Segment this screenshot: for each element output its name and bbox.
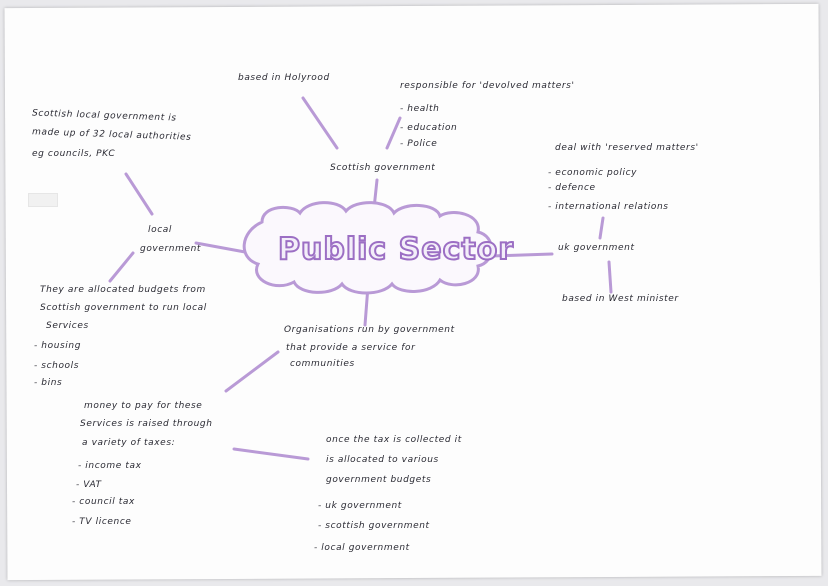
line-local-def: [124, 172, 154, 216]
allocated-item: - bins: [34, 378, 63, 388]
uk-government-label: uk government: [558, 243, 635, 253]
holyrood-label: based in Holyrood: [238, 73, 330, 83]
allocated-line: They are allocated budgets from: [40, 285, 206, 295]
line-uk-westminster: [607, 260, 613, 294]
line-local-center: [194, 241, 247, 254]
title-cloud: [242, 201, 493, 295]
local-definition-line: eg councils, PKC: [32, 149, 116, 159]
money-item: - TV licence: [72, 517, 132, 527]
money-item: - council tax: [72, 497, 135, 507]
tax-line: once the tax is collected it: [326, 435, 462, 445]
devolved-item: - health: [400, 104, 440, 114]
money-line: Services is raised through: [80, 419, 213, 429]
line-local-allocated: [108, 251, 135, 283]
local-government-label: local: [148, 225, 172, 235]
devolved-heading: responsible for 'devolved matters': [400, 81, 575, 91]
reserved-item: - international relations: [548, 202, 669, 212]
line-devolved: [385, 116, 402, 150]
westminster-label: based in West minister: [562, 294, 679, 304]
allocated-line: Scottish government to run local: [40, 303, 207, 313]
reserved-heading: deal with 'reserved matters': [555, 143, 699, 153]
devolved-item: - Police: [400, 139, 438, 149]
allocated-line: Services: [46, 321, 89, 331]
tax-item: - scottish government: [318, 521, 430, 531]
allocated-item: - schools: [34, 361, 80, 371]
line-org-money: [224, 350, 280, 393]
tax-item: - local government: [314, 543, 410, 553]
line-center-uk: [490, 252, 554, 258]
tax-item: - uk government: [318, 501, 402, 511]
tape-strip: [28, 193, 58, 207]
money-item: - income tax: [78, 461, 142, 471]
line-money-tax: [232, 447, 310, 461]
scottish-government-label: Scottish government: [330, 163, 436, 173]
reserved-item: - economic policy: [548, 168, 638, 178]
allocated-item: - housing: [34, 341, 82, 351]
organisations-line: Organisations run by government: [284, 325, 455, 335]
tax-line: is allocated to various: [326, 455, 439, 465]
page-title: Public Sector: [277, 231, 515, 268]
money-line: money to pay for these: [84, 401, 203, 411]
local-government-label: government: [140, 244, 202, 254]
organisations-line: that provide a service for: [286, 343, 416, 353]
devolved-item: - education: [400, 123, 458, 133]
organisations-line: communities: [290, 359, 355, 369]
line-holyrood: [301, 96, 339, 150]
tax-line: government budgets: [326, 475, 432, 485]
reserved-item: - defence: [548, 183, 596, 193]
money-item: - VAT: [76, 480, 102, 490]
money-line: a variety of taxes:: [82, 438, 176, 448]
line-reserved-uk: [598, 216, 605, 240]
